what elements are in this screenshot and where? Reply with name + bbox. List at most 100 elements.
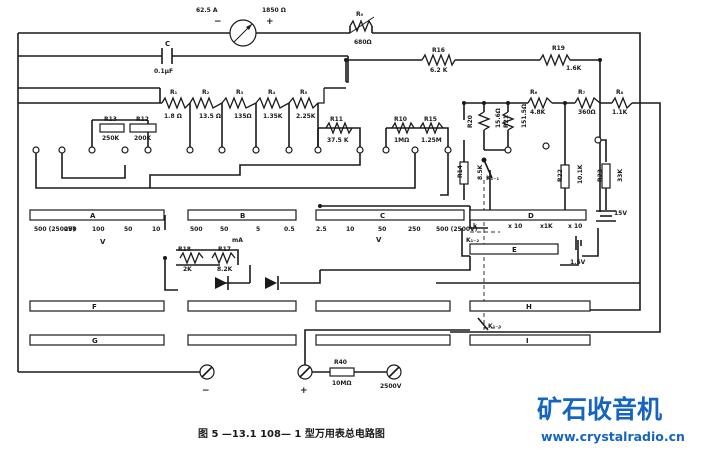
svg-text:100: 100 <box>92 226 105 233</box>
svg-text:500 (2500V): 500 (2500V) <box>436 226 478 233</box>
resistors-r6-r8: R₆ 4.8K R₇ 360Ω R₈ 1.1K <box>527 89 633 116</box>
terminal-minus: − <box>199 364 215 396</box>
svg-text:0.5: 0.5 <box>284 226 295 233</box>
svg-text:R₆: R₆ <box>530 89 538 96</box>
svg-text:R19: R19 <box>552 45 565 52</box>
svg-text:A: A <box>90 212 96 220</box>
svg-text:135Ω: 135Ω <box>234 113 252 120</box>
svg-text:R₇: R₇ <box>578 89 586 96</box>
svg-text:I: I <box>526 337 529 345</box>
svg-text:k: k <box>473 223 478 230</box>
panel-b: B 500 50 5 0.5 mA <box>187 209 297 244</box>
svg-text:37.5 K: 37.5 K <box>327 137 349 144</box>
svg-text:R₉: R₉ <box>356 11 364 18</box>
svg-text:33K: 33K <box>617 169 624 182</box>
svg-text:2.25K: 2.25K <box>296 113 316 120</box>
switch-k1-2: K₁₋₂ <box>466 237 479 244</box>
svg-text:2500V: 2500V <box>380 383 402 390</box>
svg-text:250: 250 <box>408 226 421 233</box>
svg-text:R40: R40 <box>334 359 347 366</box>
svg-text:15.6Ω: 15.6Ω <box>495 108 502 128</box>
svg-text:R₅: R₅ <box>300 89 308 96</box>
svg-text:10.1K: 10.1K <box>577 164 584 184</box>
svg-text:C: C <box>380 212 385 220</box>
svg-text:6.2 K: 6.2 K <box>430 67 448 74</box>
svg-text:R23: R23 <box>597 169 604 182</box>
svg-text:680Ω: 680Ω <box>354 39 372 46</box>
resistor-r15: R15 1.25M <box>419 116 444 144</box>
svg-text:R15: R15 <box>424 116 437 123</box>
meter-current-label: 62.5 A <box>196 7 218 14</box>
svg-text:R21: R21 <box>503 115 510 128</box>
svg-text:15V: 15V <box>614 210 627 217</box>
panel-g-segments <box>187 334 451 346</box>
resistor-r16: R16 6.2 K <box>421 47 456 74</box>
switch-k1-1: K₁₋₁ <box>481 157 499 182</box>
svg-text:H: H <box>526 303 532 311</box>
svg-text:R11: R11 <box>330 116 343 123</box>
resistor-r14: R14 8.5K <box>457 161 484 185</box>
switch-k1-3: K₁₋₃ <box>477 317 501 331</box>
svg-text:R13: R13 <box>104 116 117 123</box>
figure-caption: 图 5 —13.1 108— 1 型万用表总电路图 <box>198 427 385 440</box>
resistor-r10: R10 1MΩ <box>391 116 415 144</box>
svg-text:500 (2500V): 500 (2500V) <box>34 226 76 233</box>
svg-text:2K: 2K <box>183 266 192 273</box>
svg-text:1.35K: 1.35K <box>263 113 283 120</box>
svg-text:E: E <box>512 246 517 254</box>
svg-text:151.5Ω: 151.5Ω <box>521 104 528 128</box>
panel-e: E <box>469 243 559 255</box>
svg-text:R22: R22 <box>557 169 564 182</box>
svg-text:1MΩ: 1MΩ <box>394 137 409 144</box>
terminal-2500v: 2500V <box>380 364 402 390</box>
svg-text:50: 50 <box>220 226 228 233</box>
svg-text:V: V <box>376 236 382 244</box>
resistor-r17: R17 8.2K <box>211 246 236 273</box>
meter-resistance-label: 1850 Ω <box>262 7 286 14</box>
svg-text:矿石收音机: 矿石收音机 <box>537 395 662 424</box>
svg-text:R14: R14 <box>457 165 464 178</box>
svg-text:1.25M: 1.25M <box>421 137 442 144</box>
svg-text:x1K: x1K <box>540 223 553 230</box>
panel-f-segments <box>187 300 451 312</box>
wiring <box>17 26 661 373</box>
svg-text:R16: R16 <box>432 47 445 54</box>
svg-text:+: + <box>300 386 308 396</box>
svg-text:G: G <box>92 337 98 345</box>
contact-points <box>32 58 602 260</box>
svg-text:R20: R20 <box>467 115 474 128</box>
svg-text:K₁₋₁: K₁₋₁ <box>486 175 499 182</box>
battery-1-5v: 1.5V <box>570 236 586 266</box>
svg-text:x 10: x 10 <box>508 223 522 230</box>
capacitor-c: C 0.1μF <box>154 40 173 75</box>
resistor-r13: R13 250K <box>99 116 125 142</box>
resistor-r18: R18 2K <box>178 246 204 273</box>
svg-text:R₈: R₈ <box>616 89 624 96</box>
svg-text:K₁₋₂: K₁₋₂ <box>466 237 479 244</box>
svg-text:mA: mA <box>232 237 243 244</box>
svg-text:K₁₋₃: K₁₋₃ <box>488 323 501 330</box>
svg-text:8.2K: 8.2K <box>217 266 233 273</box>
panel-c: C 2.5 10 50 250 500 (2500V) V <box>315 209 478 244</box>
svg-text:200K: 200K <box>134 135 152 142</box>
resistor-r19: R19 1.6K <box>539 45 582 72</box>
svg-text:5: 5 <box>256 226 260 233</box>
svg-text:13.5 Ω: 13.5 Ω <box>199 113 221 120</box>
svg-text:R12: R12 <box>136 116 149 123</box>
svg-text:R₃: R₃ <box>236 89 244 96</box>
svg-text:B: B <box>240 212 245 220</box>
svg-text:R₁: R₁ <box>170 89 178 96</box>
svg-text:1.8 Ω: 1.8 Ω <box>164 113 182 120</box>
svg-text:R₂: R₂ <box>202 89 210 96</box>
svg-text:www.crystalradio.cn: www.crystalradio.cn <box>541 429 685 444</box>
panel-g: G <box>29 334 165 346</box>
svg-text:R₄: R₄ <box>268 89 276 96</box>
resistor-r12: R12 200K <box>129 116 157 142</box>
svg-text:50: 50 <box>124 226 132 233</box>
svg-text:1.1K: 1.1K <box>612 109 628 116</box>
svg-text:R18: R18 <box>178 246 191 253</box>
meter-movement: 62.5 A 1850 Ω − + <box>196 7 286 47</box>
svg-text:C: C <box>165 40 170 48</box>
svg-text:10MΩ: 10MΩ <box>332 380 351 387</box>
